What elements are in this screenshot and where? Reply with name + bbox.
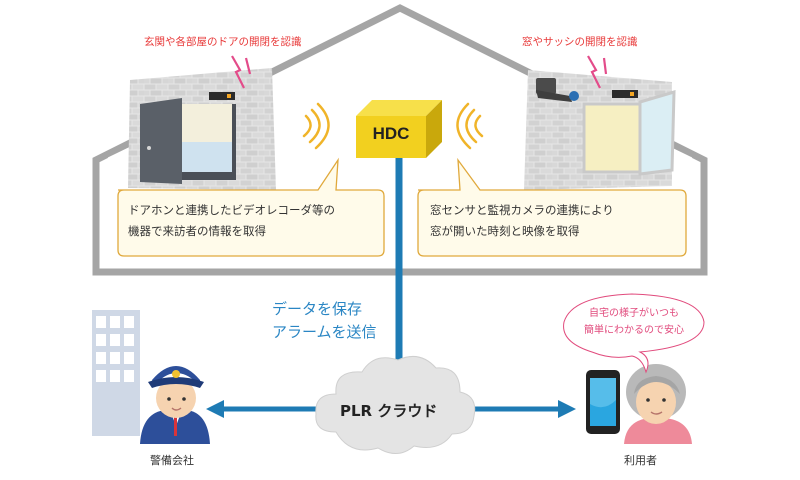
flow-caption: データを保存 アラームを送信	[272, 298, 377, 344]
door-bubble-text: ドアホンと連携したビデオレコーダ等の 機器で来訪者の情報を取得	[128, 200, 335, 242]
window-bubble-text: 窓センサと監視カメラの連携により 窓が開いた時刻と映像を取得	[430, 200, 614, 242]
window-bubble-shape	[417, 157, 687, 257]
signal-waves-right	[456, 102, 484, 150]
window-bubble-line-1: 窓センサと監視カメラの連携により	[430, 203, 614, 217]
user-avatar	[624, 364, 692, 444]
user-speech-text: 自宅の様子がいつも 簡単にわかるので安心	[572, 305, 696, 339]
flow-caption-line-2: アラームを送信	[272, 323, 377, 341]
user-speech-line-2: 簡単にわかるので安心	[584, 325, 684, 336]
window-alert-icon	[587, 55, 608, 89]
flow-caption-line-1: データを保存	[272, 300, 363, 318]
signal-waves-left	[302, 102, 330, 150]
hdc-hub	[356, 100, 442, 158]
smartphone-icon	[586, 370, 620, 434]
door-caption: 玄関や各部屋のドアの開閉を認識	[144, 36, 302, 48]
window-bubble-line-2: 窓が開いた時刻と映像を取得	[430, 224, 580, 238]
cloud-label: PLR クラウド	[340, 402, 438, 420]
door-alert-icon	[231, 55, 252, 89]
user-speech-line-1: 自宅の様子がいつも	[589, 308, 679, 319]
window-illustration	[524, 70, 676, 190]
door-bubble-line-2: 機器で来訪者の情報を取得	[128, 224, 266, 238]
plr-cloud	[315, 355, 476, 454]
door-bubble-line-1: ドアホンと連携したビデオレコーダ等の	[128, 203, 335, 217]
security-guard-avatar	[140, 366, 210, 444]
user-label: 利用者	[624, 454, 657, 467]
security-building	[92, 310, 140, 436]
security-label: 警備会社	[150, 454, 194, 467]
window-caption: 窓やサッシの開閉を認識	[522, 36, 638, 48]
door-illustration	[128, 68, 276, 190]
hdc-label: HDC	[372, 124, 410, 143]
user-speech-bubble	[563, 293, 705, 374]
door-bubble-shape	[117, 157, 385, 257]
